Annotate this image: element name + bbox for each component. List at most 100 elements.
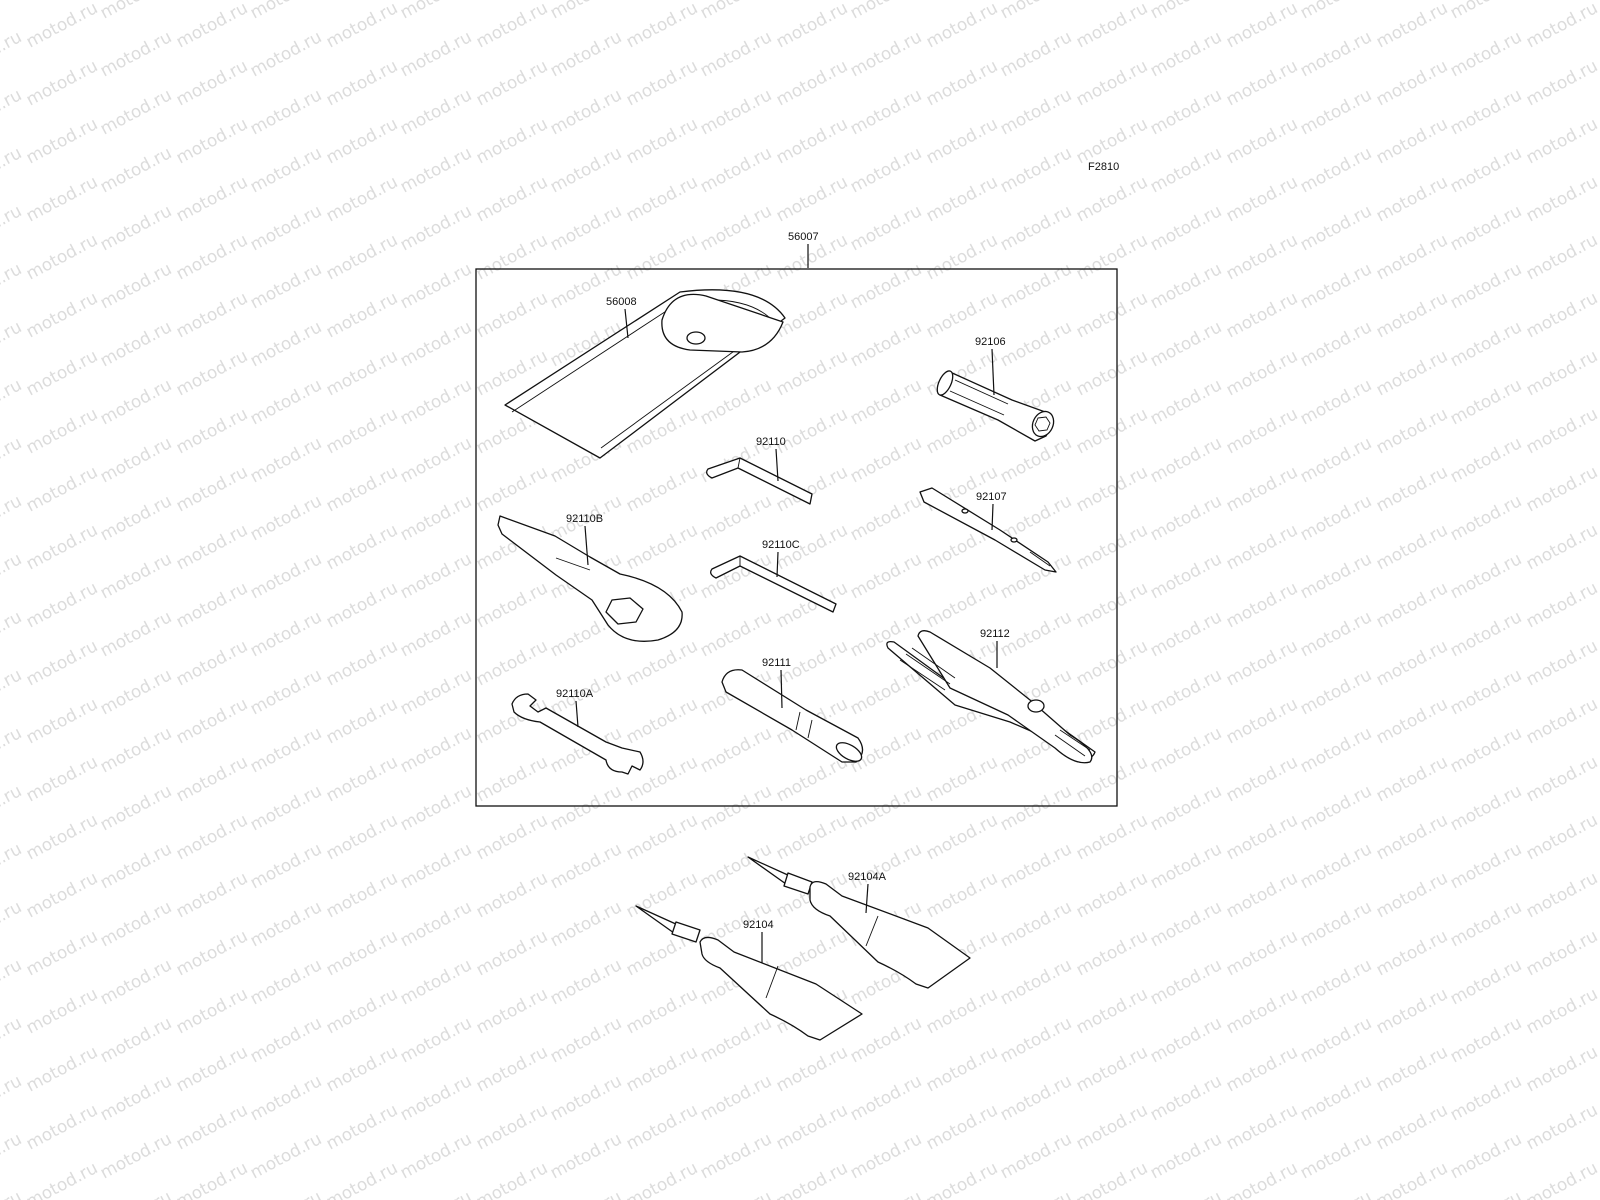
watermark-text: motod.ru [1297,665,1375,719]
watermark-text: motod.ru [1373,694,1451,748]
part-label-92111: 92111 [762,657,791,669]
watermark-text: motod.ru [1373,346,1451,400]
watermark-text: motod.ru [247,375,325,429]
watermark-text: motod.ru [773,172,851,226]
watermark-text: motod.ru [1373,462,1451,516]
watermark-text: motod.ru [923,230,1001,284]
watermark-text: motod.ru [23,694,101,748]
watermark-text: motod.ru [23,172,101,226]
watermark-text: motod.ru [1223,578,1301,632]
watermark-text: motod.ru [847,607,925,661]
watermark-text: motod.ru [773,1042,851,1096]
watermark-text: motod.ru [1223,1042,1301,1096]
watermark-text: motod.ru [397,781,475,835]
watermark-text: motod.ru [247,1129,325,1183]
watermark-text: motod.ru [923,172,1001,226]
watermark-text: motod.ru [173,810,251,864]
watermark-text: motod.ru [97,201,175,255]
watermark-text: motod.ru [247,839,325,893]
watermark-text: motod.ru [97,27,175,81]
watermark-text: motod.ru [23,752,101,806]
watermark-text: motod.ru [547,1129,625,1183]
watermark-text: motod.ru [247,317,325,371]
watermark-text: motod.ru [247,0,325,23]
watermark-text: motod.ru [1447,317,1525,371]
watermark-text: motod.ru [923,868,1001,922]
watermark-text: motod.ru [1447,27,1525,81]
watermark-text: motod.ru [1523,868,1600,922]
watermark-text: motod.ru [473,56,551,110]
watermark-text: motod.ru [547,1187,625,1200]
watermark-text: motod.ru [1073,230,1151,284]
watermark-text: motod.ru [247,201,325,255]
watermark-text: motod.ru [323,346,401,400]
watermark-text: motod.ru [697,375,775,429]
watermark-text: motod.ru [623,172,701,226]
watermark-text: motod.ru [1373,172,1451,226]
watermark-text: motod.ru [1523,346,1600,400]
watermark-text: motod.ru [847,665,925,719]
watermark-text: motod.ru [0,1129,25,1183]
watermark-text: motod.ru [173,752,251,806]
hex-key-small-drawing [710,555,837,613]
watermark-text: motod.ru [1373,0,1451,52]
watermark-text: motod.ru [397,317,475,371]
watermark-text: motod.ru [1297,1129,1375,1183]
watermark-text: motod.ru [997,1129,1075,1183]
watermark-text: motod.ru [697,723,775,777]
watermark-text: motod.ru [847,491,925,545]
watermark-text: motod.ru [547,85,625,139]
watermark-text: motod.ru [97,375,175,429]
watermark-text: motod.ru [923,1042,1001,1096]
watermark-text: motod.ru [1523,56,1600,110]
watermark-text: motod.ru [23,868,101,922]
watermark-text: motod.ru [1223,172,1301,226]
watermark-text: motod.ru [0,897,25,951]
watermark-text: motod.ru [1297,491,1375,545]
watermark-text: motod.ru [1223,1100,1301,1154]
watermark-text: motod.ru [847,0,925,23]
watermark-text: motod.ru [1073,172,1151,226]
watermark-text: motod.ru [397,723,475,777]
ring-spanner-drawing [497,515,683,642]
part-label-92112: 92112 [980,628,1010,640]
watermark-text: motod.ru [1073,810,1151,864]
part-label-92110: 92110 [756,436,786,448]
watermark-text: motod.ru [1447,955,1525,1009]
watermark-text: motod.ru [997,0,1075,23]
watermark-text: motod.ru [1447,723,1525,777]
watermark-text: motod.ru [547,27,625,81]
watermark-text: motod.ru [1073,1042,1151,1096]
watermark-text: motod.ru [697,201,775,255]
watermark-text: motod.ru [97,1129,175,1183]
watermark-text: motod.ru [323,868,401,922]
watermark-text: motod.ru [1447,1071,1525,1125]
watermark-text: motod.ru [473,172,551,226]
grease-tube-large-drawing [747,856,971,989]
watermark-text: motod.ru [397,665,475,719]
tool-pouch-drawing [504,289,786,459]
watermark-text: motod.ru [397,491,475,545]
watermark-text: motod.ru [1523,694,1600,748]
watermark-text: motod.ru [247,143,325,197]
part-label-92110B: 92110B [566,513,603,525]
watermark-text: motod.ru [173,636,251,690]
watermark-text: motod.ru [1373,1158,1451,1200]
watermark-text: motod.ru [847,1129,925,1183]
part-label-92104A: 92104A [848,871,887,883]
screwdriver-bit-drawing [919,487,1057,573]
watermark-text: motod.ru [0,491,25,545]
watermark-text: motod.ru [847,85,925,139]
watermark-text: motod.ru [1523,520,1600,574]
watermark-text: motod.ru [473,1042,551,1096]
watermark-text: motod.ru [1447,607,1525,661]
watermark-text: motod.ru [1373,520,1451,574]
watermark-text: motod.ru [923,752,1001,806]
watermark-text: motod.ru [1147,723,1225,777]
watermark-text: motod.ru [1223,868,1301,922]
watermark-text: motod.ru [23,578,101,632]
watermark-text: motod.ru [0,143,25,197]
watermark-text: motod.ru [97,143,175,197]
watermark-text: motod.ru [23,404,101,458]
watermark-text: motod.ru [247,27,325,81]
